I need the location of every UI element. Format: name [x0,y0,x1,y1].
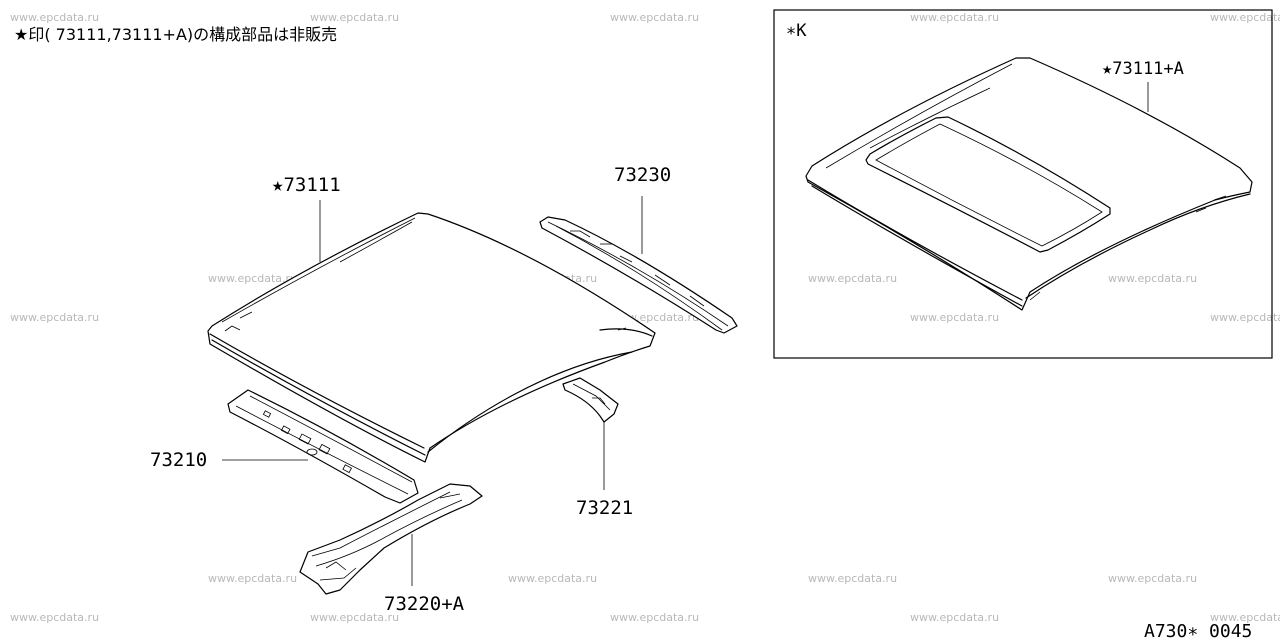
watermark: www.epcdata.ru [10,11,99,24]
watermark: www.epcdata.ru [10,311,99,324]
inset-panel: ∗K ★73111+A [773,9,1273,359]
inset-part-label: ★73111+A [1102,59,1184,79]
header-note: ★印( 73111,73111+A)の構成部品は非販売 [14,25,337,44]
watermark: www.epcdata.ru [1210,11,1280,24]
watermark: www.epcdata.ru [808,272,897,285]
center-bow-drawing [299,483,483,595]
side-bow-drawing [562,377,619,423]
label-front-rail: 73210 [150,449,207,471]
label-rear-rail: 73230 [614,164,671,186]
roof-panel-drawing [207,212,656,463]
watermark: www.epcdata.ru [310,11,399,24]
watermark: www.epcdata.ru [208,272,297,285]
watermark: www.epcdata.ru [508,572,597,585]
label-center-bow: 73220+A [384,593,465,615]
watermark: www.epcdata.ru [1210,311,1280,324]
front-rail-drawing [227,389,419,504]
watermark: www.epcdata.ru [1108,572,1197,585]
label-side-bow: 73221 [576,497,633,519]
watermark: www.epcdata.ru [910,611,999,624]
watermark: www.epcdata.ru [610,11,699,24]
watermark: www.epcdata.ru [910,311,999,324]
watermark: www.epcdata.ru [1210,611,1280,624]
diagram-code: A730∗ 0045 [1144,621,1252,640]
watermark: www.epcdata.ru [208,572,297,585]
watermark: www.epcdata.ru [910,11,999,24]
watermark: www.epcdata.ru [10,611,99,624]
leader-lines [222,196,643,586]
inset-title: ∗K [786,21,807,41]
label-roof-panel: ★73111 [272,174,341,196]
watermark: www.epcdata.ru [1108,272,1197,285]
watermark: www.epcdata.ru [808,572,897,585]
watermark: www.epcdata.ru [310,611,399,624]
rear-rail-drawing [539,216,738,334]
watermark: www.epcdata.ru [610,611,699,624]
